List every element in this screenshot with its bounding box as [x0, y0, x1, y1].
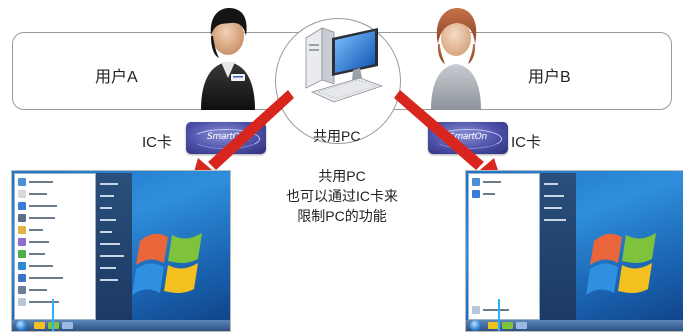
start-orb-icon — [16, 320, 27, 331]
person-male-icon — [201, 8, 255, 110]
card-logo-text-left: SmartOn — [207, 132, 245, 142]
windows-logo-icon — [132, 233, 202, 295]
shared-pc-label: 共用PC — [313, 128, 361, 144]
user-b-desktop — [466, 171, 683, 331]
user-b-label: 用户B — [528, 69, 571, 86]
user-a-label: 用户A — [95, 69, 138, 86]
user-a-desktop — [12, 171, 230, 331]
computer-icon — [305, 27, 384, 103]
ic-card-label-right: IC卡 — [511, 134, 542, 151]
caption-line-1: 共用PC — [318, 168, 366, 184]
start-orb-icon — [470, 320, 481, 331]
card-logo-text-right: SmartOn — [449, 132, 487, 142]
ic-card-label-left: IC卡 — [142, 134, 173, 151]
caption-line-2: 也可以通过IC卡来 — [286, 188, 398, 204]
shared-pc-caption: 共用PC 也可以通过IC卡来 限制PC的功能 — [272, 166, 412, 226]
windows-logo-icon — [586, 233, 656, 295]
person-female-icon — [431, 8, 481, 110]
caption-line-3: 限制PC的功能 — [297, 208, 387, 224]
